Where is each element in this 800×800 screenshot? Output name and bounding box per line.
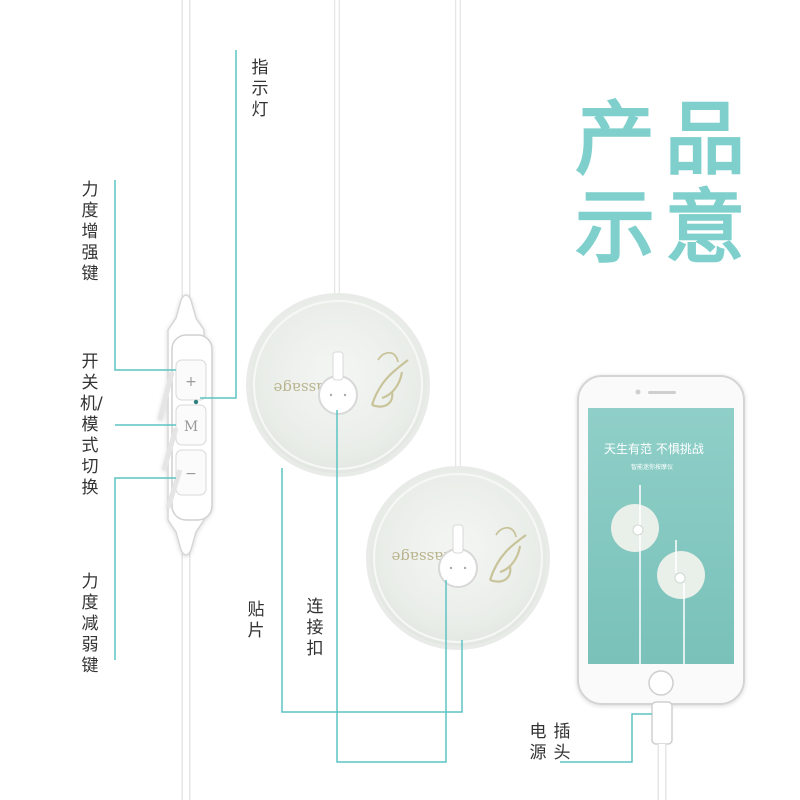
- label-minus-key: 力度减弱键: [81, 572, 99, 676]
- plus-button[interactable]: [175, 359, 207, 401]
- remote-controller: + M −: [157, 294, 213, 556]
- label-power-mode-key: 开关机/模式切换: [80, 352, 103, 498]
- phone-subline: 智能迷你按摩仪: [631, 464, 674, 471]
- smartphone: [577, 375, 745, 705]
- electrode-pad-1: Massage: [246, 293, 430, 477]
- title-line-2: 示意: [575, 181, 755, 274]
- connector-button: [438, 548, 478, 588]
- phone-screen: [588, 408, 734, 664]
- title-line-1: 产品: [575, 93, 755, 186]
- leader-lines: [114, 50, 652, 763]
- floral-ornament: [488, 534, 527, 583]
- minus-button[interactable]: [175, 449, 207, 496]
- label-pad: 贴片: [247, 600, 265, 641]
- label-indicator: 指示灯: [251, 58, 269, 120]
- label-plug-col2: 插头: [553, 722, 571, 763]
- phone-headline: 天生有范 不惧挑战: [604, 442, 704, 456]
- label-connector: 连接扣: [306, 597, 324, 659]
- home-button[interactable]: [648, 670, 674, 696]
- label-plus-key: 力度增强键: [81, 180, 99, 284]
- connector-button: [318, 375, 358, 415]
- label-plug-col1: 电源: [529, 722, 547, 763]
- indicator-light: [193, 399, 199, 405]
- floral-ornament: [370, 359, 409, 408]
- electrode-pad-2: Massage: [366, 466, 550, 650]
- mode-symbol: M: [184, 419, 198, 435]
- minus-symbol: −: [185, 466, 197, 482]
- power-plug: [651, 701, 673, 800]
- plus-symbol: +: [185, 374, 197, 390]
